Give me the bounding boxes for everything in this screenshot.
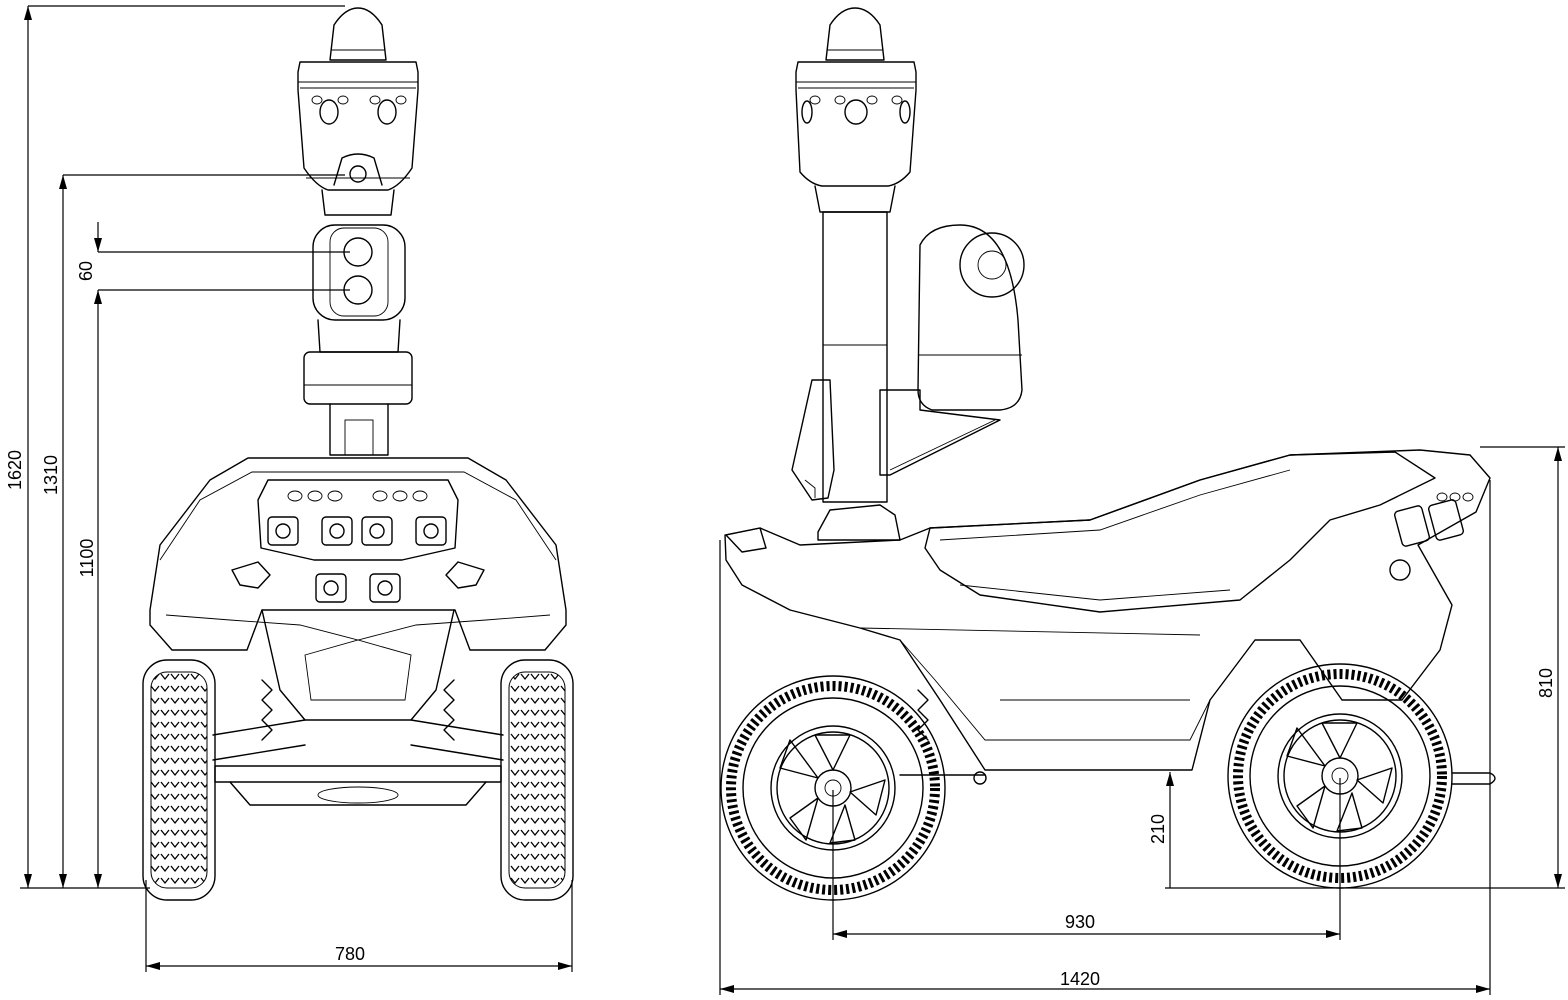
- front-sensor-head: [297, 61, 419, 191]
- dim-wheelbase-label: 930: [1065, 912, 1095, 932]
- front-view: [142, 7, 574, 901]
- front-body: [149, 457, 567, 651]
- side-ptz-camera: [917, 224, 1023, 411]
- front-lower-chassis: [261, 609, 455, 721]
- dim-sensor-gap-label: 60: [76, 261, 96, 281]
- side-tow-hook: [1451, 772, 1496, 785]
- front-dimensions: 1620 1310 60 1100 780: [5, 5, 573, 972]
- dim-total-height-label: 1620: [5, 450, 25, 490]
- front-axle: [214, 765, 502, 783]
- side-body: [724, 449, 1491, 771]
- side-rear-sensors: [1436, 492, 1474, 502]
- front-wheel-right: [500, 659, 574, 901]
- dim-camera-height-label: 1310: [41, 455, 61, 495]
- front-sensor-panel: [257, 479, 459, 561]
- dim-lower-height-label: 1100: [77, 539, 97, 578]
- front-pan-base: [303, 351, 413, 405]
- side-beacon-dome: [825, 7, 885, 61]
- side-seat: [924, 451, 1436, 613]
- side-dimensions: 810 210 930 1420: [719, 446, 1565, 995]
- side-mast: [822, 211, 888, 503]
- dim-length-label: 1420: [1060, 969, 1100, 989]
- side-view: [720, 7, 1496, 901]
- side-sensor-head: [795, 61, 917, 187]
- dim-clearance-label: 210: [1148, 814, 1168, 844]
- dim-width-label: 780: [335, 944, 365, 964]
- front-beacon-dome: [329, 7, 387, 61]
- front-suspension: [212, 679, 504, 761]
- front-ptz-camera: [312, 224, 406, 321]
- dim-body-height-label: 810: [1536, 668, 1556, 698]
- front-wheel-left: [142, 659, 216, 901]
- front-panel-sensors: [267, 490, 447, 546]
- front-head-sensors: [311, 95, 407, 186]
